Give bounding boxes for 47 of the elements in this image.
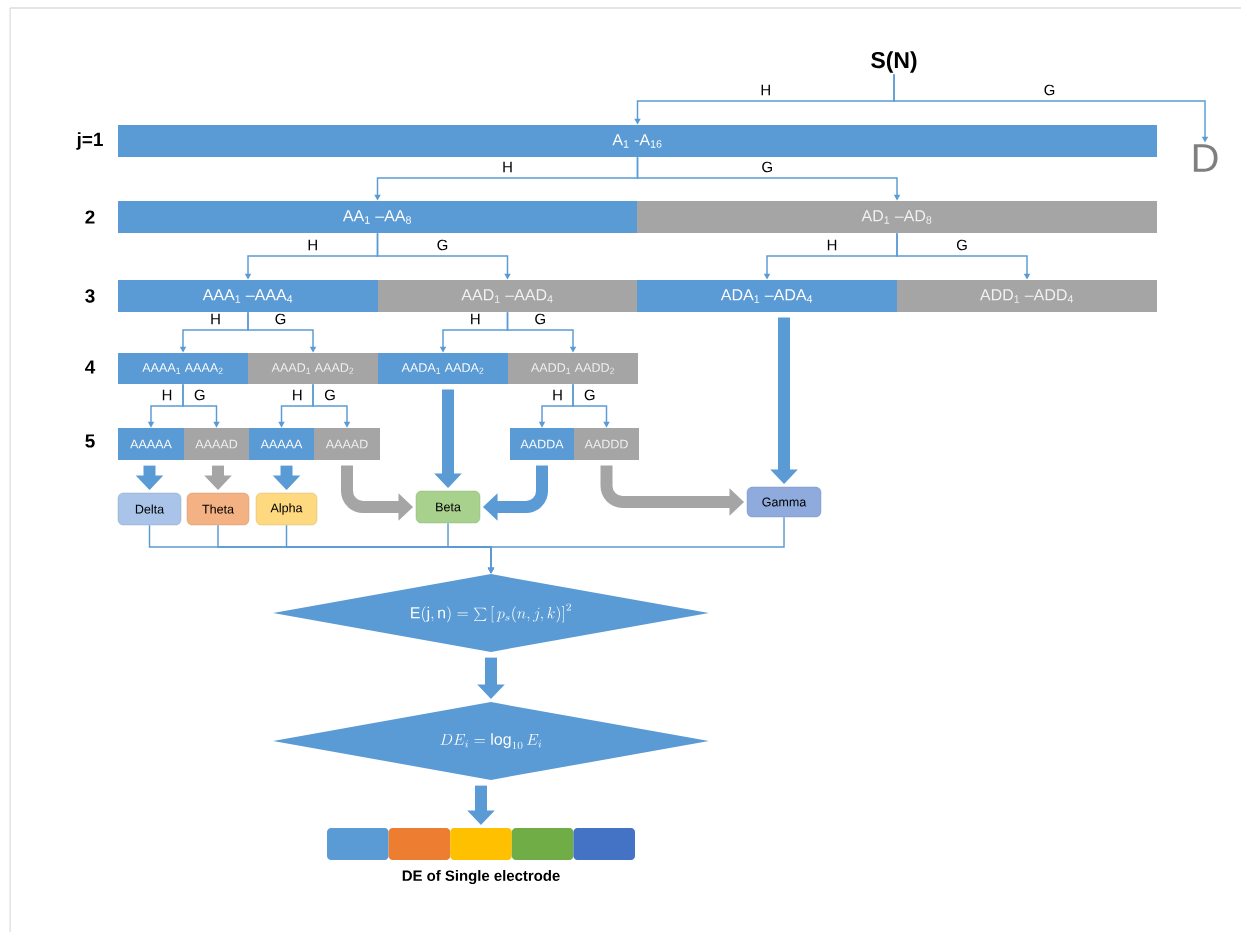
coefficient-bar: AAD$_{1}$ –AAD$_{4}$ [378, 280, 637, 312]
edge-label: G [273, 312, 288, 326]
edge-label: H [825, 238, 839, 252]
heading-text: S(N) [871, 51, 917, 73]
heading-text: D [1193, 144, 1218, 172]
coefficient-bar: AADA$_{1}$ AADA$_{2}$ [378, 353, 508, 384]
edge-label: G [435, 238, 450, 252]
edge-label: H [468, 312, 482, 326]
edge-label: G [192, 388, 207, 402]
edge-label: H [306, 238, 320, 252]
coefficient-bar: AAAAD [314, 428, 380, 460]
coefficient-bar: ADA$_{1}$ –ADA$_{4}$ [637, 280, 897, 312]
edge-label: H [208, 312, 223, 326]
coefficient-bar: A$_{1}$ -A$_{16}$ [118, 125, 1157, 157]
edge-label: G [760, 160, 775, 174]
band-box: Delta [117, 492, 182, 526]
coefficient-bar: AAAAA [118, 428, 184, 460]
edge-label: G [1042, 83, 1057, 97]
level-label: 5 [85, 434, 95, 448]
coefficient-bar: AD$_{1}$ –AD$_{8}$ [637, 201, 1157, 233]
band-box: Alpha [255, 492, 318, 526]
level-label: j=1 [76, 132, 103, 150]
level-label: 2 [85, 210, 95, 224]
coefficient-bar: AAA$_{1}$ –AAA$_{4}$ [118, 280, 378, 312]
edge-label: H [160, 388, 174, 402]
band-box: Beta [415, 490, 481, 524]
edge-label: H [500, 160, 515, 174]
coefficient-bar: AADDA [510, 428, 574, 460]
level-label: 3 [85, 289, 95, 303]
coefficient-bar: AAAAA [249, 428, 314, 460]
coefficient-bar: AAAAD [184, 428, 249, 460]
edge-label: G [582, 388, 597, 402]
edge-label: G [533, 312, 548, 326]
level-label: 4 [85, 360, 96, 374]
coefficient-bar: AA$_{1}$ –AA$_{8}$ [118, 201, 637, 233]
edge-label: H [550, 388, 565, 402]
bar-caption: DE of Single electrode [402, 870, 560, 884]
edge-label: G [954, 238, 970, 252]
band-box: Gamma [746, 486, 822, 518]
band-box: Theta [186, 492, 250, 526]
coefficient-bar: AADD$_{1}$ AADD$_{2}$ [508, 353, 638, 384]
edge-label: G [322, 388, 338, 402]
coefficient-bar: ADD$_{1}$ –ADD$_{4}$ [897, 280, 1157, 312]
edge-label: H [759, 83, 773, 97]
edge-label: H [290, 388, 304, 402]
coefficient-bar: AADDD [574, 428, 639, 460]
coefficient-bar: AAAA$_{1}$ AAAA$_{2}$ [118, 353, 248, 384]
